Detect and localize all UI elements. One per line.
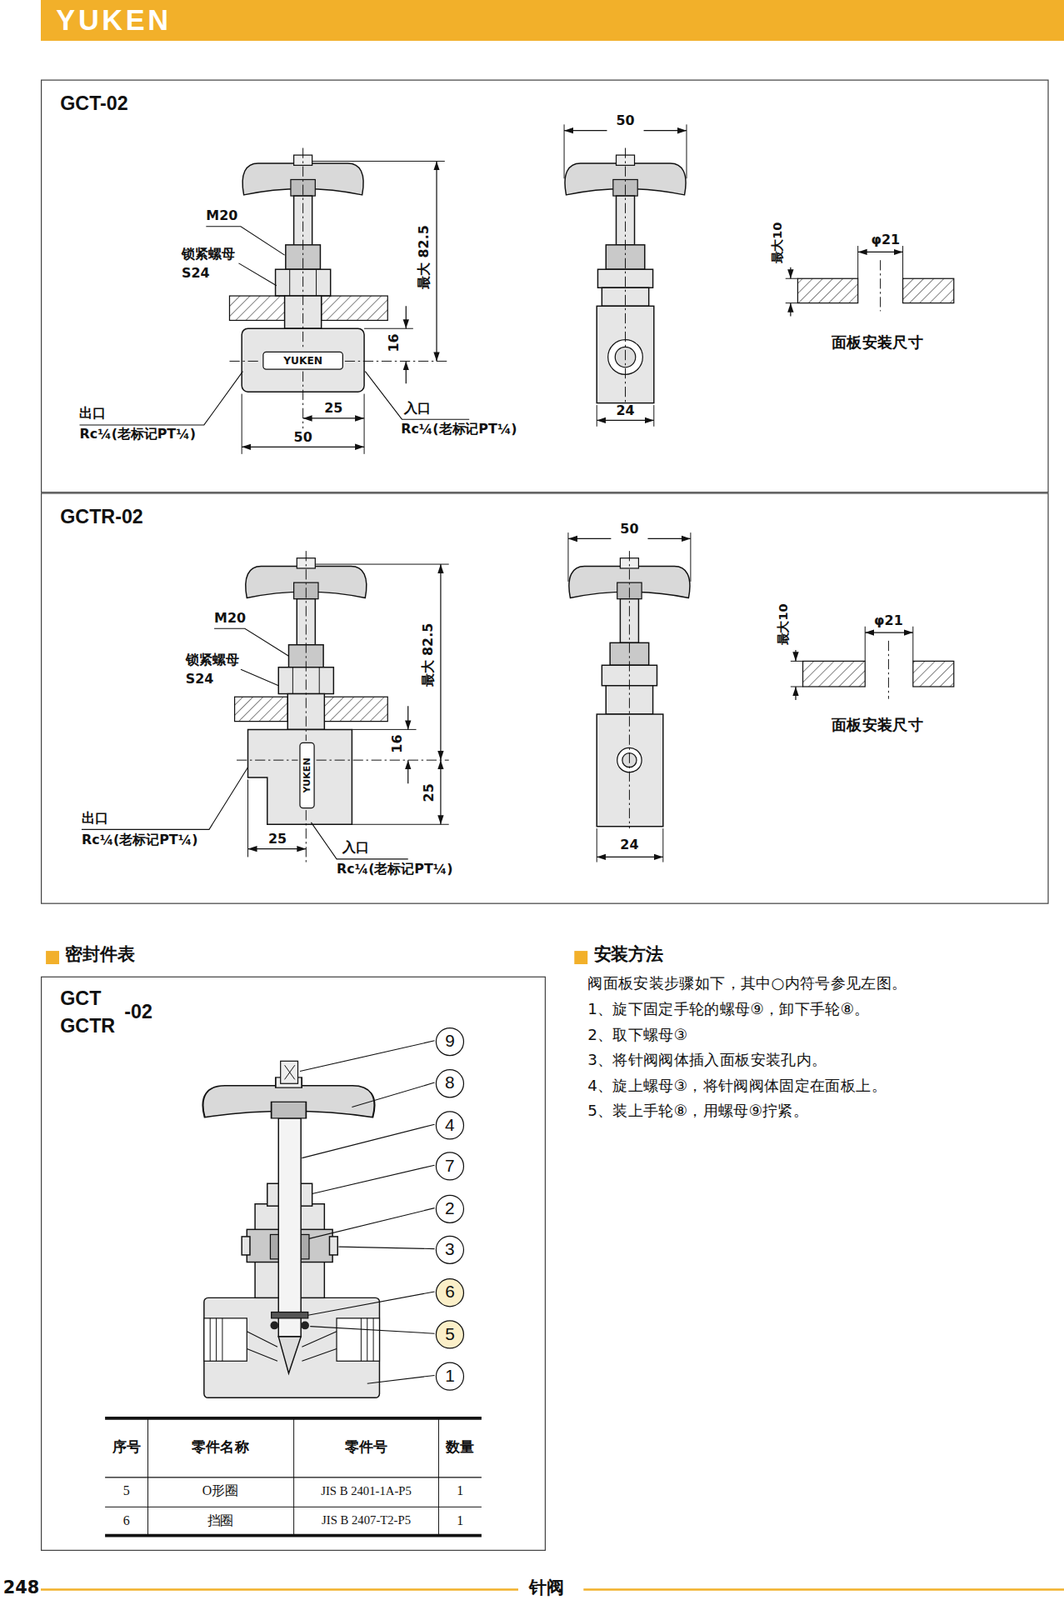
port-thread: Rc¼(老标记PT¼): [79, 427, 195, 443]
callout-circle: 4: [435, 1110, 465, 1139]
dimension: φ21: [874, 613, 904, 629]
callout-circle: 7: [435, 1151, 465, 1180]
part-name: 锁紧螺母: [181, 246, 235, 262]
callout-number: 3: [444, 1239, 455, 1260]
port-thread: Rc¼(老标记PT¼): [400, 422, 517, 438]
callout-circle: 1: [435, 1362, 465, 1391]
callout-circle: 8: [435, 1068, 465, 1098]
callout-number: 9: [444, 1031, 455, 1052]
port-name: 出口: [81, 810, 109, 826]
instruction-text: 阀面板安装步骤如下，其中○内符号参见左图。: [587, 974, 907, 993]
callout-circle: 6: [435, 1278, 465, 1307]
view-caption: 面板安装尺寸: [831, 334, 924, 352]
callout-number: 4: [444, 1114, 455, 1135]
table-cell: O形圈: [202, 1483, 239, 1499]
dimension: 16: [387, 333, 403, 352]
callout-circle: 9: [435, 1027, 465, 1056]
dimension: 25: [268, 831, 287, 847]
brand-logo: YUKEN: [55, 4, 171, 37]
nameplate: YUKEN: [301, 755, 313, 795]
node-title: GCT: [59, 987, 101, 1010]
callout-number: 6: [444, 1282, 455, 1303]
callout-number: 8: [444, 1073, 455, 1094]
callout-circle: 2: [435, 1194, 465, 1224]
dimension: 25: [324, 401, 343, 417]
section-heading: 密封件表: [64, 944, 135, 965]
port-name: 入口: [404, 400, 431, 416]
part-name: 锁紧螺母: [185, 653, 240, 669]
page-number: 248: [3, 1578, 40, 1599]
instruction-text: 4、旋上螺母③，将针阀阀体固定在面板上。: [587, 1077, 887, 1095]
table-cell: 1: [456, 1513, 464, 1529]
dimension: 50: [618, 521, 641, 537]
dimension: 最大 82.5: [420, 623, 436, 688]
view-caption: 面板安装尺寸: [831, 716, 924, 735]
port-thread: Rc¼(老标记PT¼): [336, 862, 453, 878]
table-cell: JIS B 2401-1A-P5: [320, 1484, 412, 1499]
table-header: 零件号: [344, 1439, 388, 1457]
port-name: 出口: [79, 405, 106, 421]
nut-size: S24: [185, 672, 215, 688]
callout-circle: 3: [435, 1235, 465, 1264]
dimension: 50: [614, 114, 637, 130]
table-cell: 挡圈: [207, 1513, 235, 1529]
table-cell: 1: [456, 1483, 464, 1499]
nut-size: S24: [181, 266, 210, 282]
node-title: GCTR: [59, 1014, 115, 1038]
thread-size: M20: [214, 610, 246, 626]
table-cell: 6: [123, 1513, 130, 1529]
instruction-text: 5、装上手轮⑧，用螺母⑨拧紧。: [587, 1103, 809, 1121]
dimension: 24: [619, 838, 639, 854]
dimension: φ21: [870, 233, 900, 249]
node-title: GCTR-02: [59, 505, 144, 529]
dimension: 24: [615, 403, 635, 419]
section-heading: 安装方法: [594, 944, 664, 965]
instruction-text: 1、旋下固定手轮的螺母⑨，卸下手轮⑧。: [587, 1000, 870, 1019]
thread-size: M20: [205, 209, 238, 225]
table-header: 零件名称: [191, 1439, 250, 1457]
table-cell: 5: [123, 1483, 130, 1499]
dimension: 最大10: [777, 603, 792, 645]
instruction-text: 3、将针阀阀体插入面板安装孔内。: [587, 1051, 827, 1069]
callout-number: 7: [444, 1155, 455, 1176]
callout-number: 1: [444, 1365, 455, 1386]
instruction-text: 2、取下螺母③: [587, 1026, 688, 1045]
nameplate: YUKEN: [281, 354, 325, 367]
table-cell: JIS B 2407-T2-P5: [321, 1513, 411, 1529]
callout-circle: 5: [435, 1319, 465, 1349]
port-name: 入口: [342, 840, 370, 856]
table-header: 序号: [112, 1439, 141, 1457]
node-title: GCT-02: [59, 92, 128, 115]
page-footer-title: 针阀: [529, 1578, 565, 1599]
dimension: 最大10: [771, 221, 786, 264]
dimension: 50: [294, 429, 313, 445]
table-header: 数量: [445, 1439, 475, 1457]
dimension: 16: [389, 734, 405, 753]
seal-table-box: GCT GCTR -02 9 8 4 7 2 3 6 5 1: [40, 976, 546, 1551]
port-thread: Rc¼(老标记PT¼): [81, 832, 198, 848]
dimension: 25: [421, 783, 437, 802]
callout-number: 5: [444, 1323, 455, 1344]
node-title: -02: [124, 1000, 153, 1024]
dimension: 最大 82.5: [416, 224, 432, 290]
callout-number: 2: [444, 1198, 455, 1219]
